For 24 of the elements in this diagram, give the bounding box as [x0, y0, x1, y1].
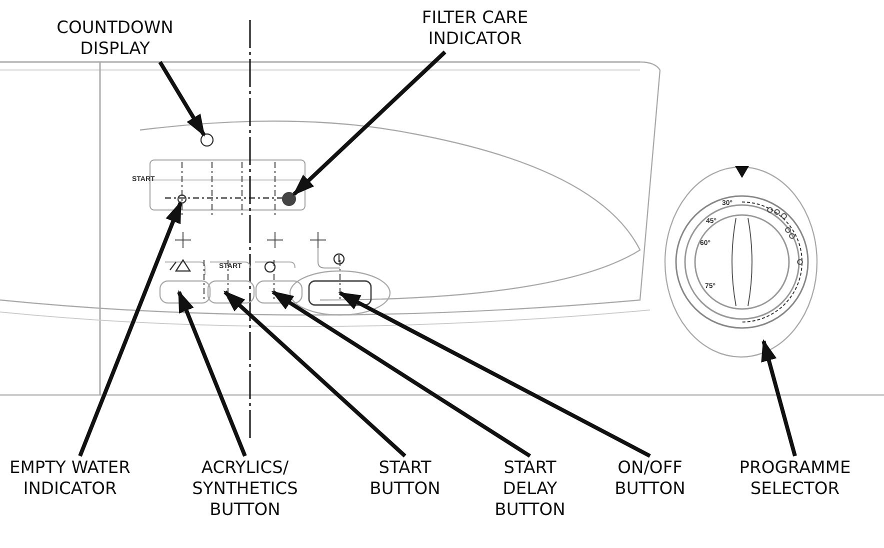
leader-line: [177, 290, 247, 457]
display-symbol: [177, 194, 187, 204]
callout-label: START BUTTON: [360, 458, 450, 500]
callout-label: COUNTDOWN DISPLAY: [40, 18, 190, 60]
programme-dial: [675, 195, 809, 329]
on-off-button: [289, 270, 391, 316]
display-symbol: [200, 133, 214, 147]
leader-line: [292, 50, 446, 196]
callout-label: ON/OFF BUTTON: [600, 458, 700, 500]
callout-label: PROGRAMME SELECTOR: [735, 458, 855, 500]
leader-line: [78, 200, 182, 457]
callout-label: ACRYLICS/ SYNTHETICS BUTTON: [165, 458, 325, 521]
indicator-light: [282, 192, 296, 206]
leader-line: [271, 290, 532, 458]
callout-label: FILTER CARE INDICATOR: [400, 8, 550, 50]
leader-line: [761, 339, 797, 457]
callout-label: START DELAY BUTTON: [480, 458, 580, 521]
panel-button: [159, 280, 211, 304]
leader-line: [224, 290, 406, 458]
leader-line: [338, 291, 651, 458]
callout-label: EMPTY WATER INDICATOR: [0, 458, 140, 500]
leader-line: [158, 60, 206, 137]
panel-button: [255, 280, 303, 304]
panel-button: [207, 280, 255, 304]
